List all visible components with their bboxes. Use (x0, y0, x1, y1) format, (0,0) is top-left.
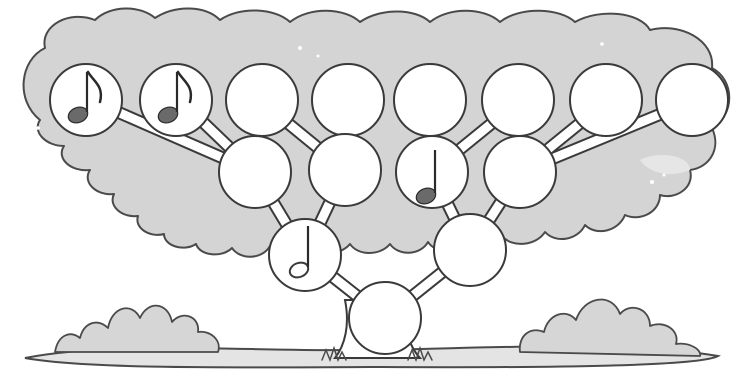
left-bush (55, 306, 219, 352)
node-s1[interactable] (219, 136, 291, 208)
node-r1[interactable] (349, 282, 421, 354)
node-s2[interactable] (309, 134, 381, 206)
node-t4[interactable] (312, 64, 384, 136)
node-h2[interactable] (434, 214, 506, 286)
node-t6[interactable] (482, 64, 554, 136)
node-t7[interactable] (570, 64, 642, 136)
right-bush (520, 300, 700, 356)
node-h1[interactable] (269, 219, 341, 291)
node-t3[interactable] (226, 64, 298, 136)
node-s4[interactable] (484, 136, 556, 208)
node-t5[interactable] (394, 64, 466, 136)
node-t8[interactable] (656, 64, 728, 136)
